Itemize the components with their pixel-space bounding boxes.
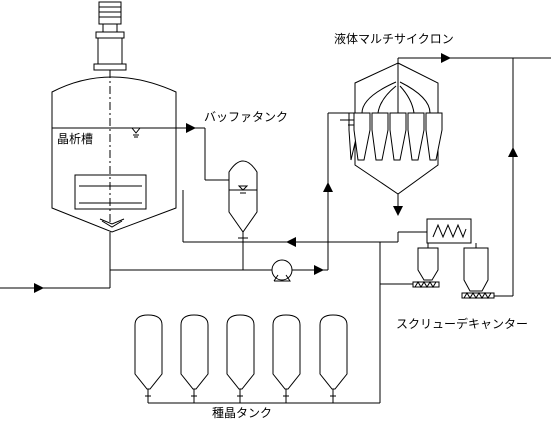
arrow-right-icon	[441, 53, 451, 63]
buffer-tank-label: バッファタンク	[204, 110, 288, 124]
buffer-tank	[228, 160, 258, 233]
screw-decanter	[412, 218, 495, 299]
liquid-multicyclone	[340, 62, 443, 195]
arrow-up-icon	[508, 147, 518, 157]
crystallizer-vessel	[51, 1, 177, 233]
crystallizer-body	[51, 76, 177, 233]
crystallizer-label: 晶析槽	[57, 132, 93, 146]
multicyclone-label: 液体マルチサイクロン	[334, 31, 454, 46]
seed-tank	[319, 314, 348, 390]
seed-tank	[226, 314, 255, 390]
seed-tanks	[134, 314, 380, 404]
arrow-right-icon	[34, 283, 44, 293]
piping	[0, 57, 551, 403]
seed-tank	[272, 314, 301, 390]
arrow-up-icon	[323, 182, 333, 192]
level-marker-icon	[130, 127, 142, 134]
draft-tube	[74, 174, 147, 210]
seed-tank	[180, 314, 209, 390]
arrow-right-icon	[314, 265, 324, 275]
arrow-left-icon	[286, 237, 296, 247]
screw-decanter-label: スクリューデキャンター	[396, 316, 528, 331]
cyclone-cones	[340, 112, 443, 161]
seed-tank	[134, 314, 163, 390]
seed-tank-label: 種晶タンク	[212, 406, 272, 420]
bottom-impeller	[99, 218, 125, 228]
arrow-right-icon	[186, 123, 196, 133]
pump-icon	[271, 259, 293, 282]
agitator-motor	[98, 1, 122, 25]
arrow-down-icon	[393, 206, 403, 216]
flow-arrows	[34, 53, 518, 293]
